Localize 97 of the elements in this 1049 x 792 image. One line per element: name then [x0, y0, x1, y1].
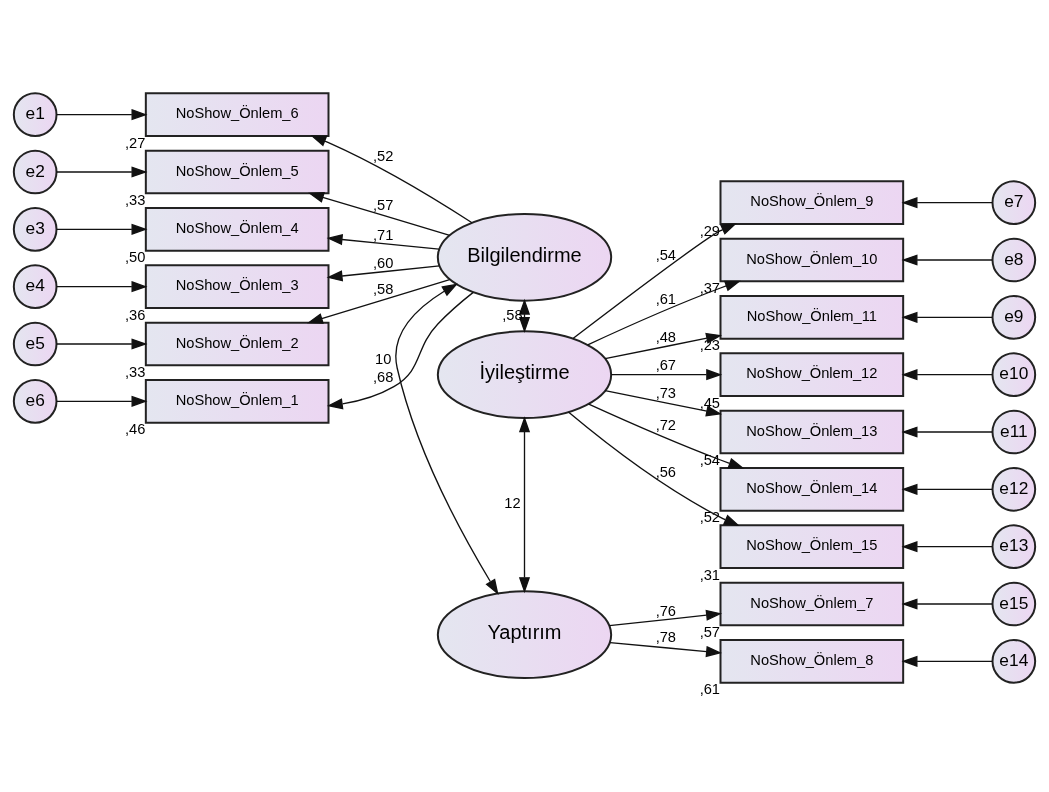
edge-label: ,61 [655, 290, 677, 307]
edge-label: ,54 [655, 246, 677, 263]
node-circle: e14 [991, 639, 1037, 684]
node-circle: e7 [991, 180, 1037, 225]
node-box: NoShow_Önlem_12 [719, 352, 905, 397]
arrow [610, 369, 723, 381]
node-circle: e6 [12, 379, 58, 424]
node-label: ,52 [699, 509, 721, 526]
edge-label: ,58 [502, 306, 523, 323]
edge-label: ,71 [372, 226, 394, 243]
arrow [56, 223, 148, 235]
edge-label: ,76 [655, 602, 677, 619]
node-label: ,27 [124, 134, 146, 151]
node-box: NoShow_Önlem_10 [719, 237, 905, 283]
edge-label: ,60 [372, 254, 394, 271]
node-box: NoShow_Önlem_8 [719, 639, 905, 684]
edge-label: ,52 [372, 148, 394, 165]
node-ellipse: İyileştirme [436, 330, 613, 419]
arrow [901, 197, 993, 209]
node-ellipse: Yaptırım [436, 590, 613, 679]
node-box: NoShow_Önlem_13 [719, 409, 905, 455]
node-label: ,33 [124, 364, 146, 381]
arrow [572, 223, 737, 340]
arrow [56, 281, 148, 293]
arrow [604, 332, 723, 360]
node-label: ,31 [699, 566, 721, 583]
node-box: NoShow_Önlem_7 [719, 581, 905, 627]
arrow [326, 265, 441, 282]
arrow [56, 395, 148, 407]
node-box: NoShow_Önlem_5 [144, 149, 330, 195]
node-circle: e13 [991, 524, 1037, 569]
node-circle: e9 [991, 295, 1037, 340]
edge-label: ,56 [655, 464, 677, 481]
node-circle: e1 [12, 92, 58, 137]
edge-label: 12 [504, 495, 521, 512]
node-label: ,36 [124, 306, 146, 323]
arrow [901, 426, 993, 438]
edge-label: ,72 [655, 417, 677, 434]
arrow [310, 135, 473, 224]
arrow [587, 280, 741, 346]
node-circle: e12 [991, 467, 1037, 512]
node-circle: e3 [12, 207, 58, 252]
node-box: NoShow_Önlem_11 [719, 295, 905, 340]
edge-label: 10 [375, 350, 392, 367]
edge-label: ,68 [372, 369, 394, 386]
node-box: NoShow_Önlem_4 [144, 207, 330, 252]
arrow [604, 389, 723, 417]
edge-label: ,48 [655, 329, 677, 346]
node-circle: e10 [991, 352, 1037, 397]
arrow [56, 166, 148, 178]
arrow [609, 641, 722, 658]
arrow [901, 254, 993, 266]
arrow [56, 109, 148, 121]
arrow [518, 298, 531, 333]
edge-label: ,57 [372, 197, 394, 214]
arrow [901, 655, 993, 667]
arrow [56, 338, 148, 350]
arrow [308, 192, 451, 236]
arrow [588, 403, 745, 469]
node-label: ,57 [699, 624, 721, 641]
node-circle: e5 [12, 321, 58, 367]
arrow [901, 541, 993, 553]
node-circle: e8 [991, 237, 1037, 283]
node-label: ,29 [699, 222, 721, 239]
edge-label: ,58 [372, 281, 394, 298]
node-box: NoShow_Önlem_9 [719, 180, 905, 225]
arrow [901, 311, 993, 323]
node-box: NoShow_Önlem_3 [144, 264, 330, 309]
node-label: ,46 [124, 421, 146, 438]
node-label: ,33 [124, 192, 146, 209]
arrow [518, 416, 531, 594]
edge-label: ,67 [655, 357, 677, 374]
edge-label: ,78 [655, 629, 677, 646]
node-circle: e15 [991, 581, 1037, 627]
arrow [608, 609, 723, 627]
node-box: NoShow_Önlem_2 [144, 321, 330, 367]
arrow [326, 291, 474, 410]
arrow [901, 483, 993, 495]
arrow [395, 283, 499, 596]
arrow [567, 411, 740, 527]
node-box: NoShow_Önlem_15 [719, 524, 905, 569]
node-label: ,50 [124, 249, 146, 266]
arrow [901, 598, 993, 610]
node-circle: e2 [12, 149, 58, 195]
node-label: ,45 [699, 394, 721, 411]
arrow [306, 279, 451, 324]
node-label: ,61 [699, 681, 721, 698]
node-label: ,54 [699, 452, 721, 469]
node-box: NoShow_Önlem_1 [144, 379, 330, 424]
node-circle: e4 [12, 264, 58, 309]
node-ellipse: Bilgilendirme [436, 213, 613, 302]
node-box: NoShow_Önlem_14 [719, 467, 905, 512]
node-circle: e11 [991, 409, 1037, 455]
edge-label: ,73 [655, 385, 677, 402]
node-box: NoShow_Önlem_6 [144, 92, 330, 137]
arrow [901, 369, 993, 381]
arrow [326, 234, 440, 250]
